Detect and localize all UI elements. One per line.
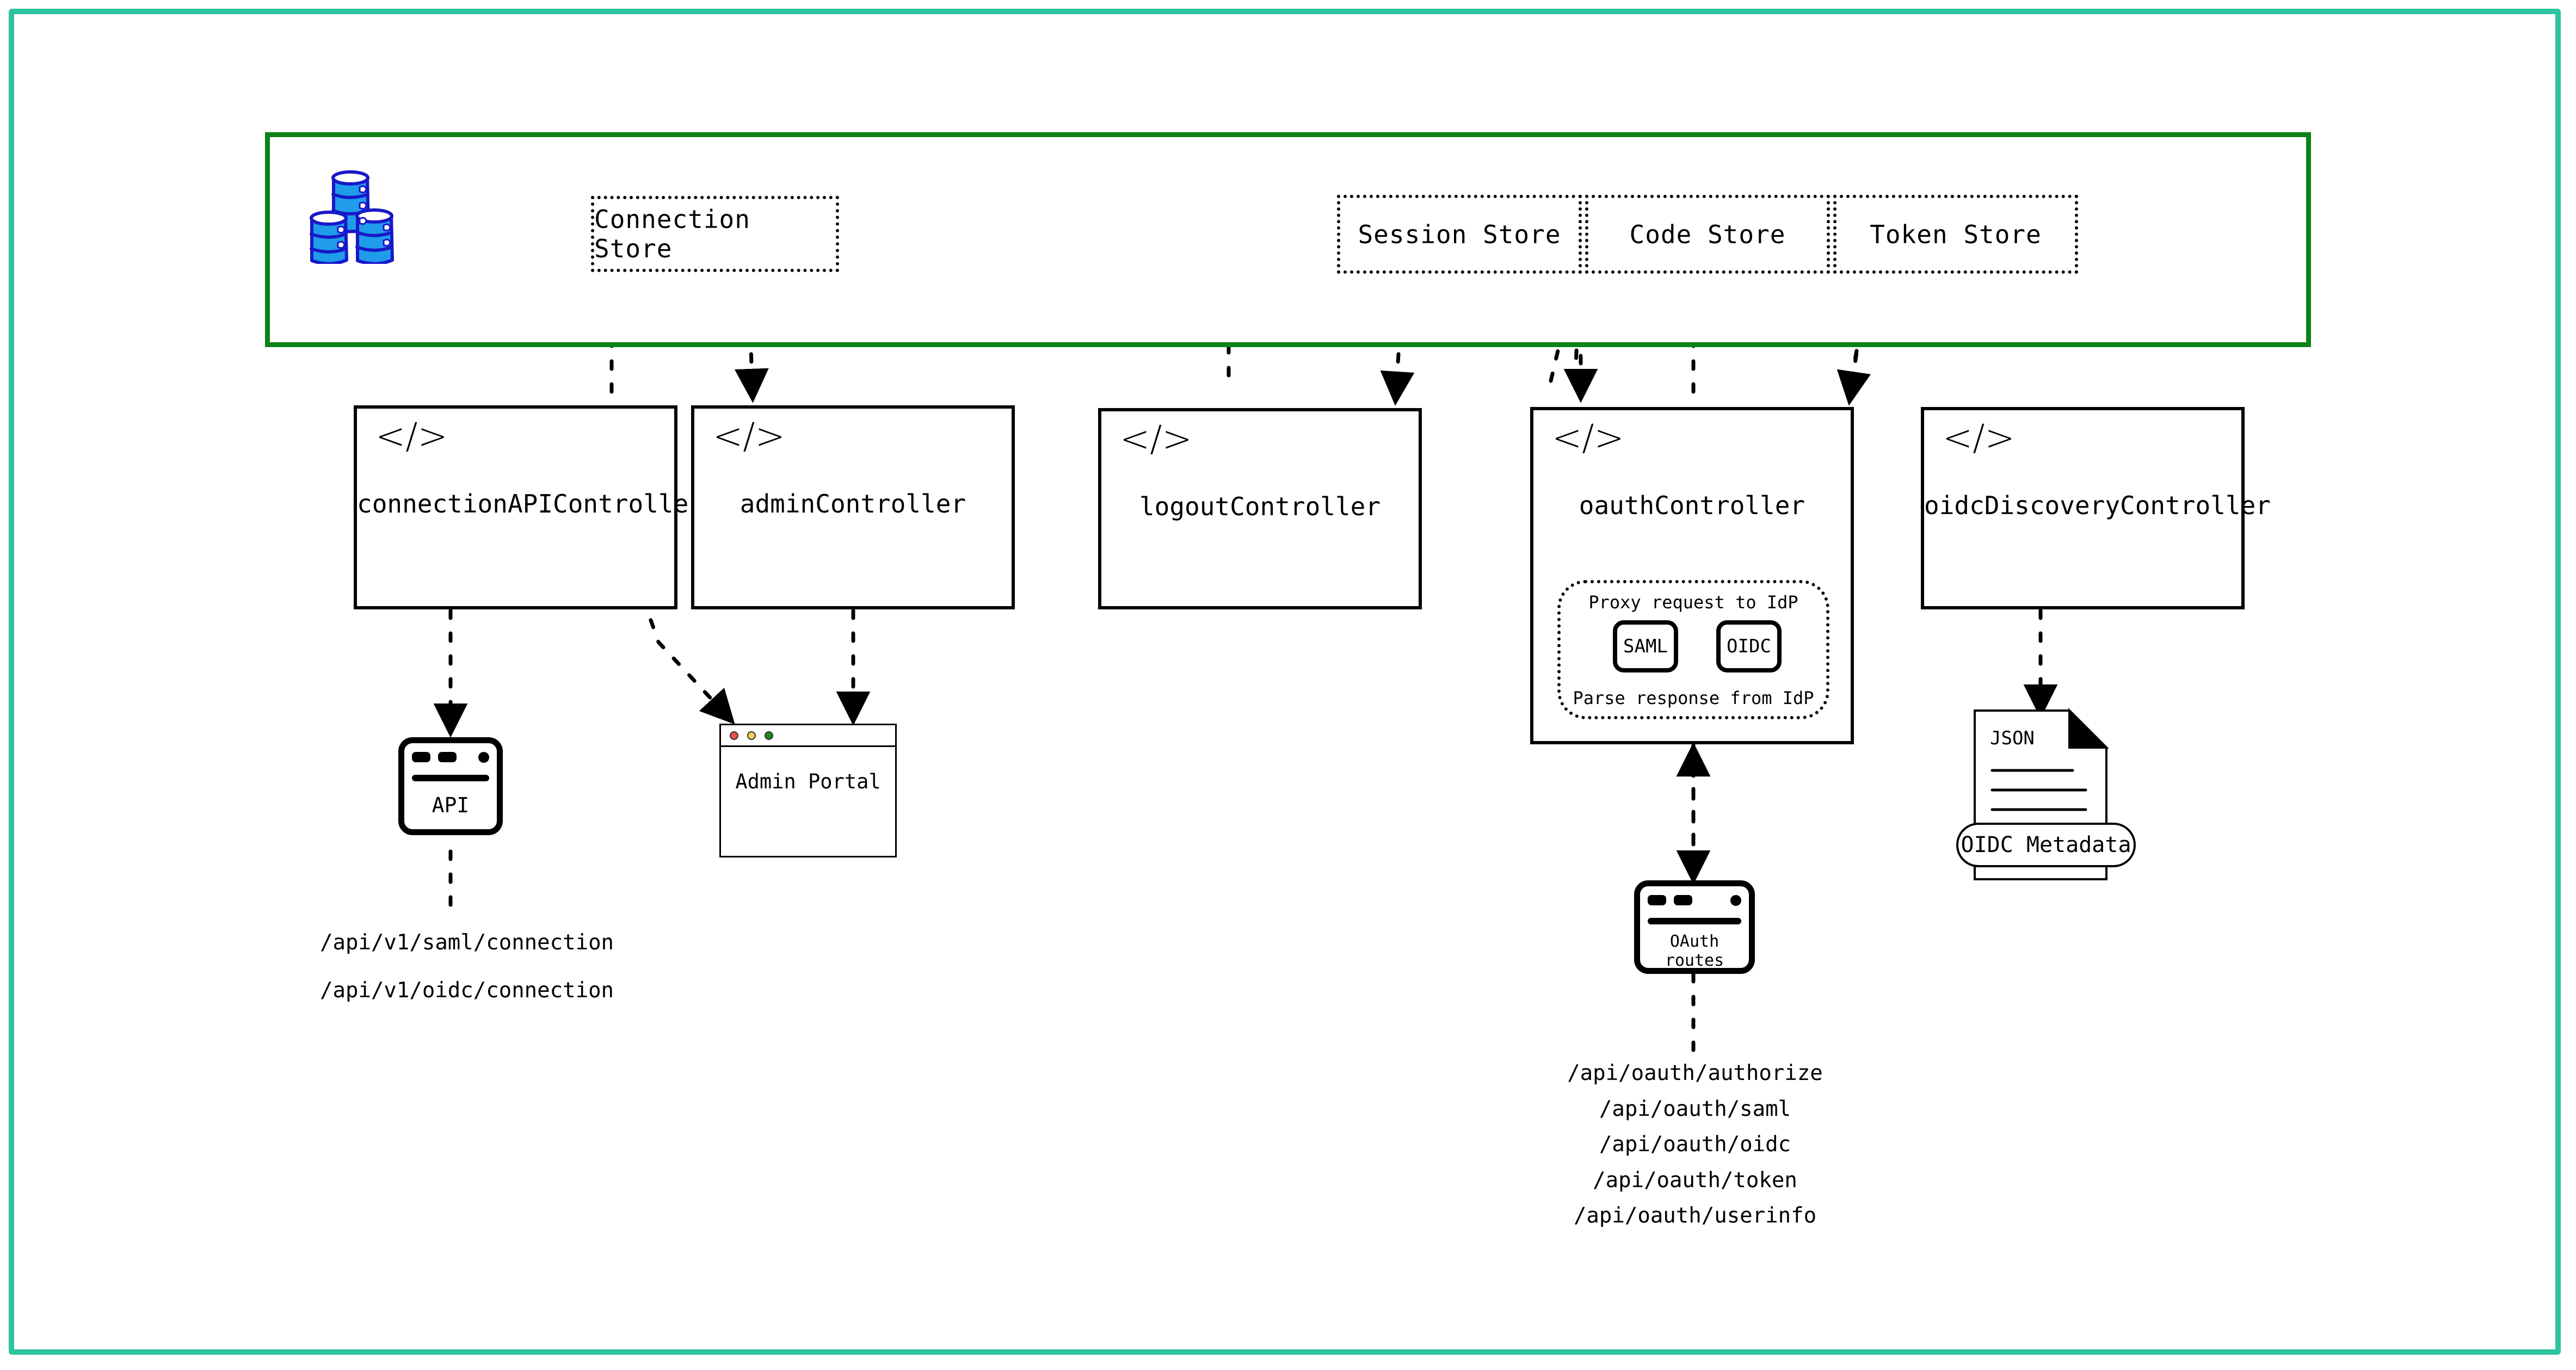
- controller-logout[interactable]: </> logoutController: [1098, 408, 1422, 609]
- store-label: Connection Store: [594, 205, 750, 263]
- window-address-bar: [412, 775, 489, 781]
- code-icon: </>: [713, 415, 785, 457]
- controller-label: oauthController: [1579, 491, 1805, 520]
- code-icon: </>: [1552, 417, 1624, 459]
- json-file-type-label: JSON: [1990, 727, 2035, 749]
- controller-label: logoutController: [1139, 492, 1381, 521]
- store-label: Token Store: [1870, 219, 2042, 249]
- oauth-routes-list: /api/oauth/authorize /api/oauth/saml /ap…: [1518, 1056, 1872, 1234]
- route-item: /api/v1/saml/connection: [320, 930, 614, 955]
- browser-chrome-bar: [721, 725, 895, 747]
- oidc-metadata-caption-label: OIDC Metadata: [1961, 832, 2131, 857]
- controller-label: connectionAPIController: [357, 489, 704, 519]
- window-tab-pill: [438, 752, 457, 762]
- idp-chip-oidc[interactable]: OIDC: [1716, 620, 1782, 672]
- minimize-dot-icon: [747, 731, 756, 740]
- store-connection-store[interactable]: Connection Store: [591, 196, 839, 272]
- store-label: Session Store: [1358, 219, 1561, 249]
- admin-portal-window[interactable]: Admin Portal: [719, 724, 897, 857]
- code-icon: </>: [1943, 417, 2015, 459]
- store-token-store[interactable]: Token Store: [1833, 195, 2078, 274]
- oauth-routes-title: OAuth routes: [1665, 932, 1724, 970]
- window-tab-pill: [412, 752, 430, 762]
- oauth-routes-window-icon[interactable]: OAuth routes: [1634, 880, 1755, 974]
- oidc-metadata-caption: OIDC Metadata: [1956, 823, 2136, 867]
- store-label: Code Store: [1629, 219, 1786, 249]
- window-tab-pill: [1648, 895, 1666, 905]
- route-item: /api/v1/oidc/connection: [320, 978, 614, 1003]
- controller-label: adminController: [739, 489, 966, 519]
- window-address-bar: [1648, 918, 1741, 924]
- controller-label: oidcDiscoveryController: [1924, 491, 2271, 520]
- api-window-icon[interactable]: API: [398, 737, 503, 835]
- proxy-idp-group: Proxy request to IdP SAML OIDC Parse res…: [1557, 580, 1829, 719]
- route-item: /api/oauth/userinfo: [1573, 1204, 1817, 1229]
- store-session-store[interactable]: Session Store: [1337, 195, 1582, 274]
- window-titlebar: [412, 752, 489, 781]
- controller-admin[interactable]: </> adminController: [691, 405, 1015, 609]
- window-dot-icon: [1730, 895, 1741, 906]
- outer-frame-border: [9, 9, 2561, 1355]
- connection-api-routes: /api/v1/saml/connection /api/v1/oidc/con…: [320, 925, 614, 1008]
- idp-chip-saml[interactable]: SAML: [1613, 620, 1678, 672]
- proxy-request-label: Proxy request to IdP: [1588, 592, 1798, 613]
- admin-portal-title: Admin Portal: [735, 770, 881, 793]
- maximize-dot-icon: [765, 731, 773, 740]
- code-icon: </>: [375, 415, 448, 457]
- code-icon: </>: [1120, 418, 1192, 460]
- route-item: /api/oauth/saml: [1599, 1096, 1791, 1121]
- store-code-store[interactable]: Code Store: [1585, 195, 1830, 274]
- idp-chip-label: OIDC: [1727, 635, 1771, 657]
- idp-chip-label: SAML: [1623, 635, 1668, 657]
- window-tab-pill: [1674, 895, 1692, 905]
- route-item: /api/oauth/token: [1593, 1168, 1797, 1193]
- controller-oauth[interactable]: </> oauthController Proxy request to IdP…: [1530, 407, 1854, 744]
- controller-oidc-discovery[interactable]: </> oidcDiscoveryController: [1921, 407, 2271, 609]
- route-item: /api/oauth/authorize: [1567, 1061, 1823, 1085]
- database-icon: [307, 163, 433, 266]
- api-window-title: API: [432, 793, 470, 817]
- close-dot-icon: [730, 731, 738, 740]
- controller-connection-api[interactable]: </> connectionAPIController: [354, 405, 704, 609]
- window-titlebar: [1648, 895, 1741, 924]
- window-dot-icon: [478, 752, 489, 763]
- route-item: /api/oauth/oidc: [1599, 1132, 1791, 1157]
- parse-response-label: Parse response from IdP: [1573, 688, 1814, 708]
